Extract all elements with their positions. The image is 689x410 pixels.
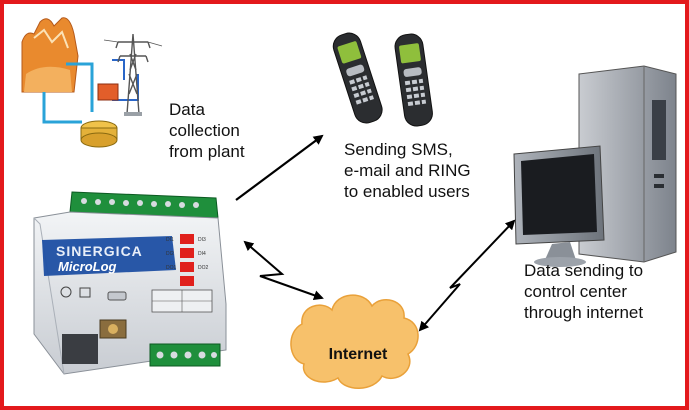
svg-text:DI3: DI3 (198, 237, 206, 243)
plant-label-line: from plant (169, 142, 245, 161)
computer (513, 65, 677, 267)
phone-left (332, 32, 383, 124)
internet-label: Internet (328, 346, 388, 363)
generator (97, 83, 119, 101)
svg-text:DO2: DO2 (198, 265, 209, 271)
plant-label: Data collection from plant (169, 99, 245, 162)
sms-label-line: to enabled users (344, 182, 470, 201)
sms-label-line: Sending SMS, (344, 140, 453, 159)
plant-label-line: collection (169, 121, 240, 140)
center-label-line: control center (524, 282, 627, 301)
arrow-plant-to-phones (235, 134, 324, 201)
mobile-phones (332, 32, 433, 127)
control-center-label: Data sending to control center through i… (524, 260, 643, 323)
center-label-line: Data sending to (524, 261, 644, 280)
power-tower (103, 33, 163, 115)
phone-right (394, 33, 433, 127)
svg-text:DI1: DI1 (166, 237, 174, 243)
center-label-line: through internet (524, 303, 644, 322)
device-brand: SINERGICA (56, 243, 143, 259)
sms-label: Sending SMS, e-mail and RING to enabled … (344, 139, 471, 202)
svg-text:DI2: DI2 (166, 251, 174, 257)
plant-label-line: Data (169, 100, 205, 119)
arrow-device-internet (243, 240, 324, 301)
svg-text:DI4: DI4 (198, 251, 206, 257)
svg-text:DO1: DO1 (166, 265, 177, 271)
arrow-internet-computer (418, 219, 516, 332)
plant-illustration (21, 17, 163, 148)
device-model: MicroLog (58, 259, 117, 274)
led-column (180, 234, 194, 286)
internet-cloud (290, 294, 419, 389)
sms-label-line: e-mail and RING (344, 161, 471, 180)
